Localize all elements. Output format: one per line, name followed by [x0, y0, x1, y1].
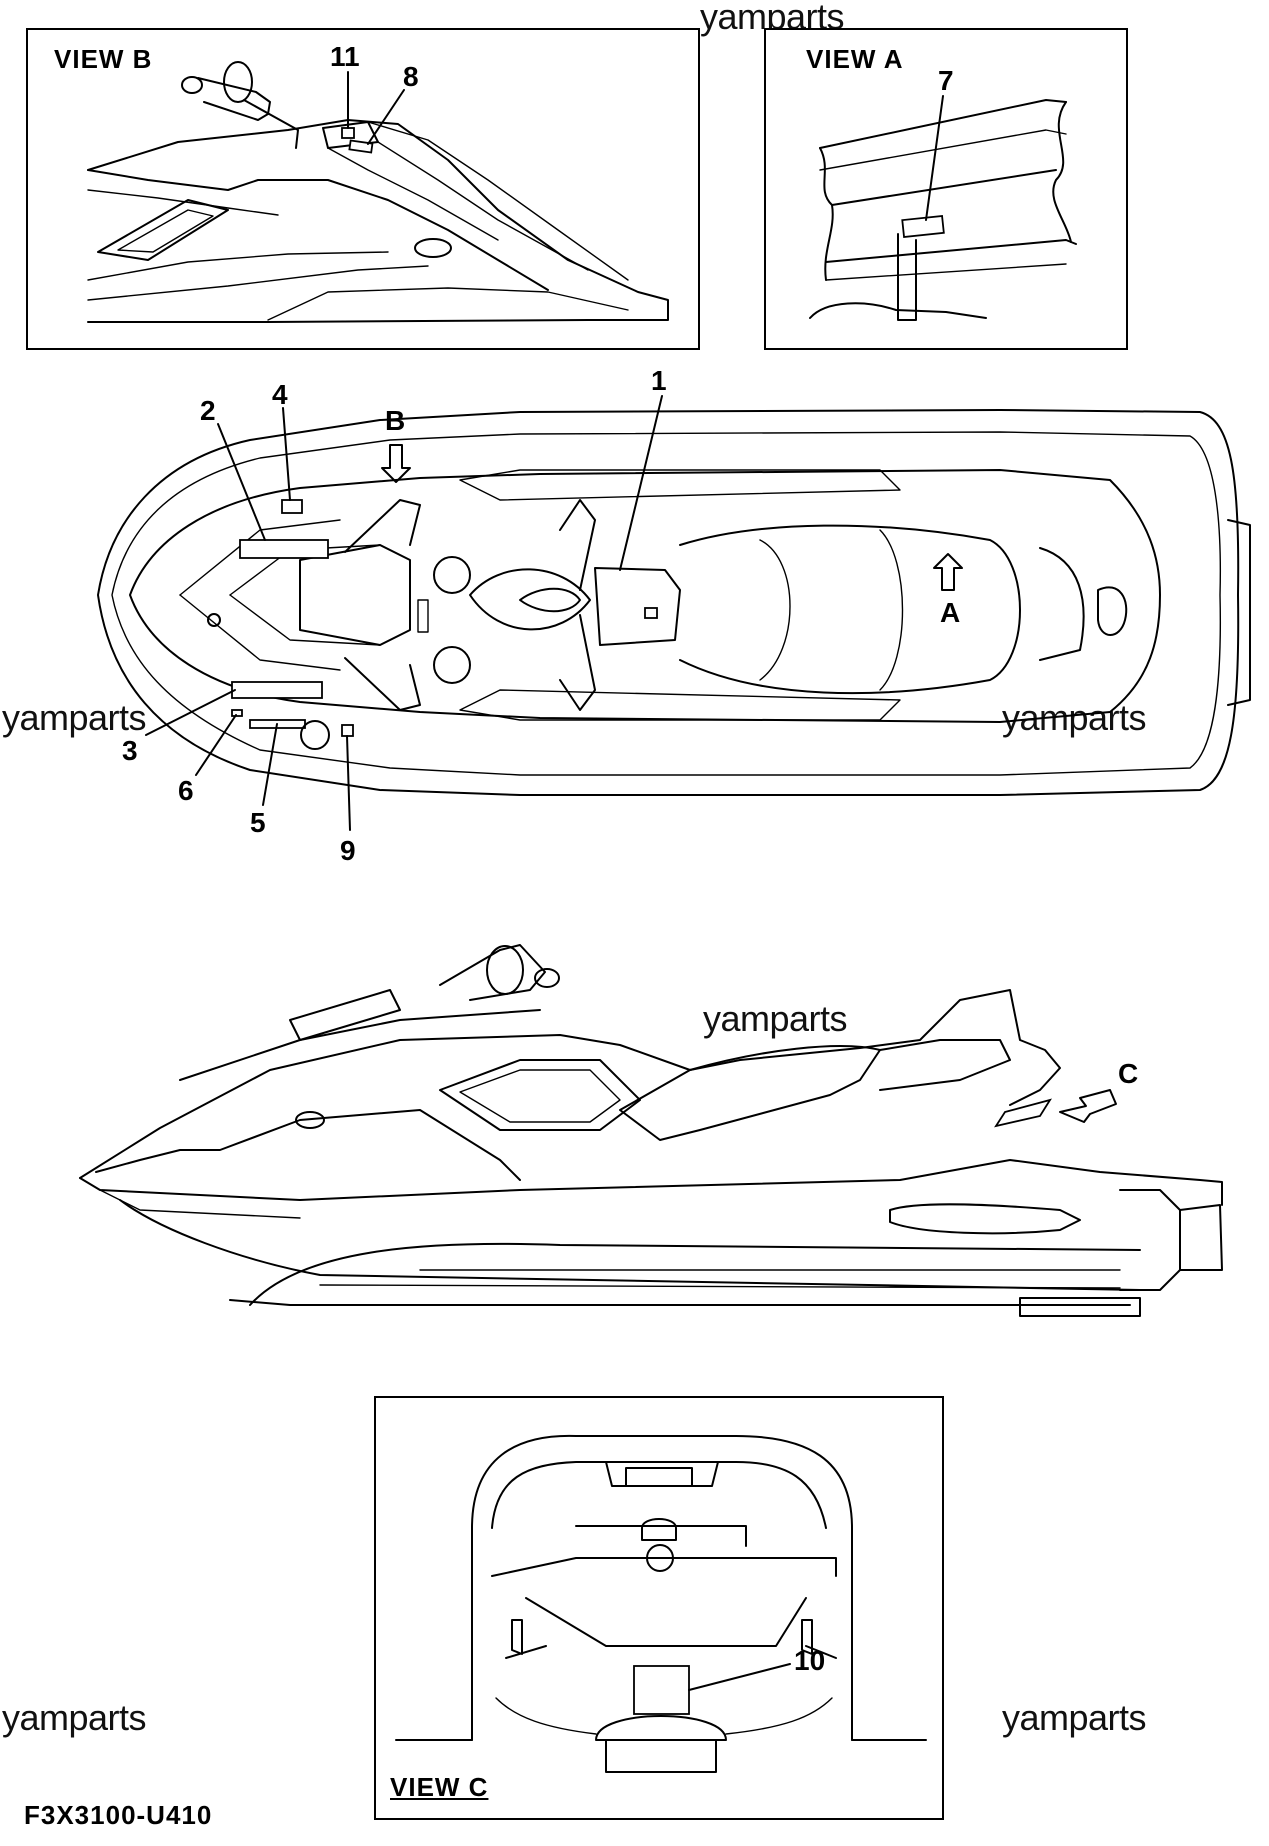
view-c-panel: VIEW C 10: [374, 1396, 944, 1820]
callout-5: 5: [250, 807, 266, 838]
callout-10: 10: [794, 1645, 825, 1676]
view-c-title: VIEW C: [390, 1772, 489, 1802]
view-b-drawing: 11 8: [87, 41, 669, 323]
arrow-a-label: A: [940, 597, 960, 628]
callout-11: 11: [330, 41, 360, 72]
figure-code: F3X3100-U410: [24, 1800, 213, 1830]
watermark-left-mid: yamparts: [2, 697, 147, 738]
side-view: [79, 944, 1223, 1317]
arrow-b-label: B: [385, 405, 405, 436]
callout-1: 1: [651, 365, 667, 396]
top-view: [97, 395, 1251, 831]
view-a-drawing: 7: [809, 65, 1077, 321]
callout-8: 8: [403, 61, 419, 92]
callout-9: 9: [340, 835, 356, 866]
arrow-c-label: C: [1118, 1058, 1138, 1089]
view-b-title: VIEW B: [54, 44, 153, 74]
callout-7: 7: [938, 65, 954, 96]
view-b-panel: VIEW B 11 8: [26, 28, 700, 350]
view-a-panel: VIEW A 7: [764, 28, 1128, 350]
watermark-right-bottom: yamparts: [1002, 1697, 1147, 1738]
callout-4: 4: [272, 379, 288, 410]
callout-2: 2: [200, 395, 216, 426]
watermark-right-mid: yamparts: [1002, 697, 1147, 738]
watermark-center: yamparts: [703, 998, 848, 1039]
callout-6: 6: [178, 775, 194, 806]
view-c-drawing: 10: [395, 1434, 927, 1773]
watermark-left-bottom: yamparts: [2, 1697, 147, 1738]
callout-3: 3: [122, 735, 138, 766]
view-a-title: VIEW A: [806, 44, 904, 74]
